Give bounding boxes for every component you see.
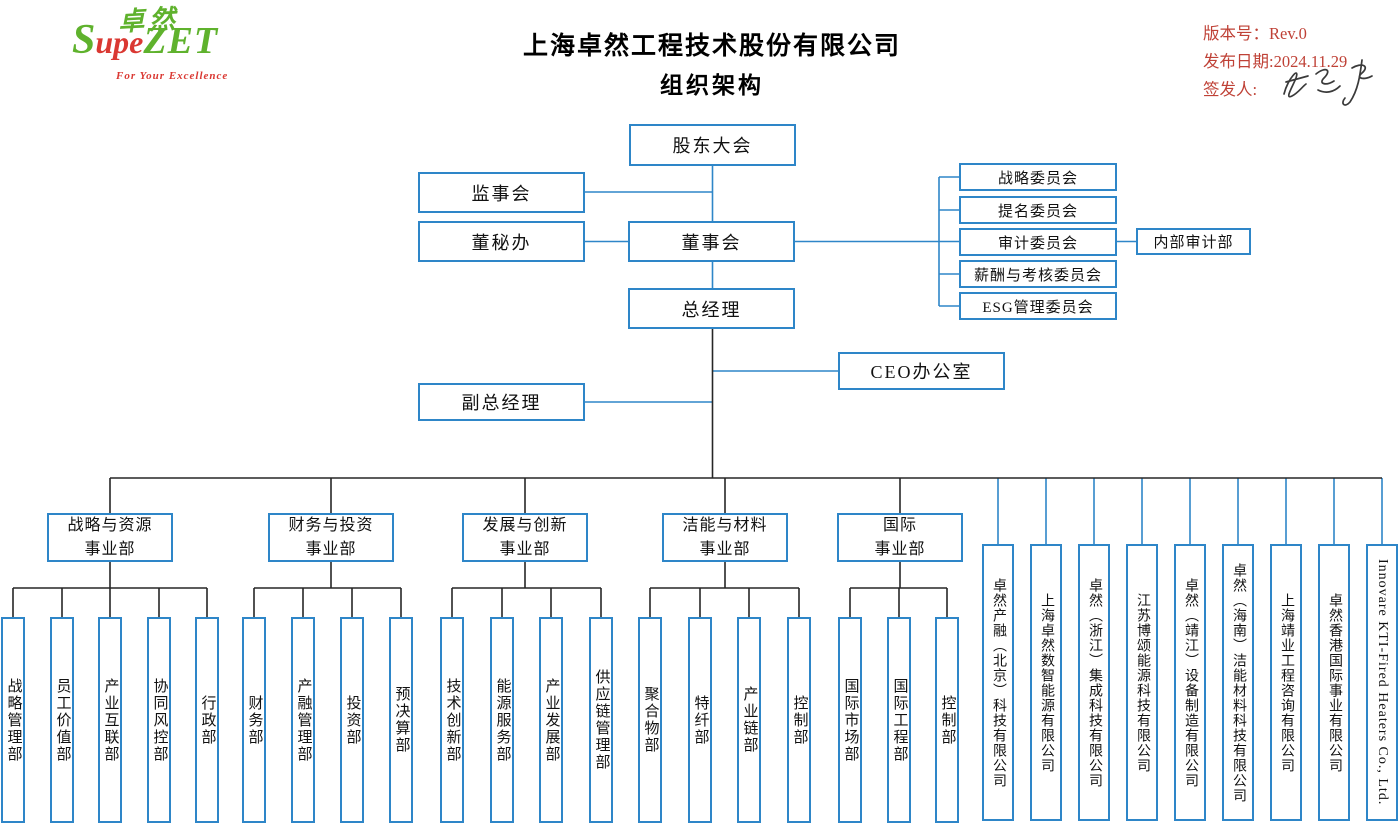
node-board-secretary-office: 董秘办 <box>418 221 585 262</box>
division-name-line2: 事业部 <box>305 540 357 558</box>
division-name-line2: 事业部 <box>874 540 926 558</box>
node-ceo-office: CEO办公室 <box>838 352 1005 390</box>
node-dept-control-cleanenergy: 控制部 <box>787 617 811 823</box>
node-remuneration-appraisal-committee: 薪酬与考核委员会 <box>959 260 1117 288</box>
node-dept-supply-chain-management: 供应链管理部 <box>589 617 613 823</box>
signer-label: 签发人: <box>1203 80 1258 99</box>
company-logo: 卓然 SupeZET For Your Excellence <box>72 4 287 94</box>
page-title: 上海卓然工程技术股份有限公司 <box>522 33 901 60</box>
node-general-manager: 总经理 <box>628 288 795 329</box>
node-division-strategy-resources: 战略与资源 事业部 <box>47 513 173 562</box>
node-dept-budget-final-accounts: 预决算部 <box>389 617 413 823</box>
node-esg-management-committee: ESG管理委员会 <box>959 292 1117 320</box>
node-subsidiary-zhuoran-chanrong-beijing: 卓然产融（北京）科技有限公司 <box>982 544 1014 821</box>
node-internal-audit-dept: 内部审计部 <box>1136 228 1251 255</box>
division-name-line2: 事业部 <box>84 540 136 558</box>
node-division-cleanenergy-materials: 洁能与材料 事业部 <box>662 513 788 562</box>
logo-wordmark: SupeZET <box>72 16 218 64</box>
node-subsidiary-shanghai-zhuoran-shuzhi-energy: 上海卓然数智能源有限公司 <box>1030 544 1062 821</box>
node-dept-industry-chain: 产业链部 <box>737 617 761 823</box>
node-subsidiary-innovare-kti-fired-heaters: Innovare KTI-Fired Heaters Co., Ltd. <box>1366 544 1398 821</box>
node-dept-energy-services: 能源服务部 <box>490 617 514 823</box>
node-dept-investment: 投资部 <box>340 617 364 823</box>
node-dept-international-engineering: 国际工程部 <box>887 617 911 823</box>
division-name-line2: 事业部 <box>699 540 751 558</box>
page-subtitle: 组织架构 <box>660 73 764 98</box>
node-subsidiary-zhuoran-zhejiang-integration: 卓然（浙江）集成科技有限公司 <box>1078 544 1110 821</box>
logo-letters-zet: ZET <box>143 20 219 62</box>
division-name-line1: 战略与资源 <box>67 517 153 535</box>
node-dept-industry-interconnection: 产业互联部 <box>98 617 122 823</box>
node-dept-synergy-risk-control: 协同风控部 <box>147 617 171 823</box>
release-date-label: 发布日期:2024.11.29 <box>1203 52 1348 71</box>
node-board-of-directors: 董事会 <box>628 221 795 262</box>
division-name-line1: 洁能与材料 <box>682 517 768 535</box>
node-dept-industry-finance-management: 产融管理部 <box>291 617 315 823</box>
black-connectors <box>12 329 1382 617</box>
blue-connectors <box>585 166 1383 544</box>
node-supervisory-board: 监事会 <box>418 172 585 213</box>
signature-handwriting <box>1283 59 1373 106</box>
logo-letter-s: S <box>72 17 96 63</box>
node-deputy-general-manager: 副总经理 <box>418 383 585 421</box>
node-dept-technology-innovation: 技术创新部 <box>440 617 464 823</box>
node-shareholders-meeting: 股东大会 <box>629 124 796 166</box>
node-division-finance-investment: 财务与投资 事业部 <box>268 513 394 562</box>
node-dept-industry-development: 产业发展部 <box>539 617 563 823</box>
node-audit-committee: 审计委员会 <box>959 228 1117 256</box>
node-subsidiary-shanghai-jingye-consulting: 上海靖业工程咨询有限公司 <box>1270 544 1302 821</box>
node-strategy-committee: 战略委员会 <box>959 163 1117 191</box>
division-name-line1: 财务与投资 <box>288 517 374 535</box>
node-subsidiary-zhuoran-hongkong-international: 卓然香港国际事业有限公司 <box>1318 544 1350 821</box>
node-subsidiary-jiangsu-bosong-energy: 江苏博颂能源科技有限公司 <box>1126 544 1158 821</box>
node-dept-special-fiber: 特纤部 <box>688 617 712 823</box>
node-dept-control-international: 控制部 <box>935 617 959 823</box>
node-subsidiary-zhuoran-hainan-materials: 卓然（海南）洁能材料科技有限公司 <box>1222 544 1254 821</box>
logo-tagline: For Your Excellence <box>116 70 229 82</box>
division-name-line1: 发展与创新 <box>482 517 568 535</box>
node-dept-finance: 财务部 <box>242 617 266 823</box>
node-dept-administration: 行政部 <box>195 617 219 823</box>
node-dept-international-market: 国际市场部 <box>838 617 862 823</box>
division-name-line1: 国际 <box>882 517 917 535</box>
node-dept-polymer: 聚合物部 <box>638 617 662 823</box>
node-division-development-innovation: 发展与创新 事业部 <box>462 513 588 562</box>
node-subsidiary-zhuoran-jingjiang-equipment: 卓然（靖江）设备制造有限公司 <box>1174 544 1206 821</box>
node-dept-employee-value: 员工价值部 <box>50 617 74 823</box>
division-name-line2: 事业部 <box>499 540 551 558</box>
version-label: 版本号：Rev.0 <box>1203 24 1307 43</box>
node-division-international: 国际 事业部 <box>837 513 963 562</box>
node-dept-strategic-management: 战略管理部 <box>1 617 25 823</box>
logo-letters-upe: upe <box>95 24 144 60</box>
node-nomination-committee: 提名委员会 <box>959 196 1117 224</box>
